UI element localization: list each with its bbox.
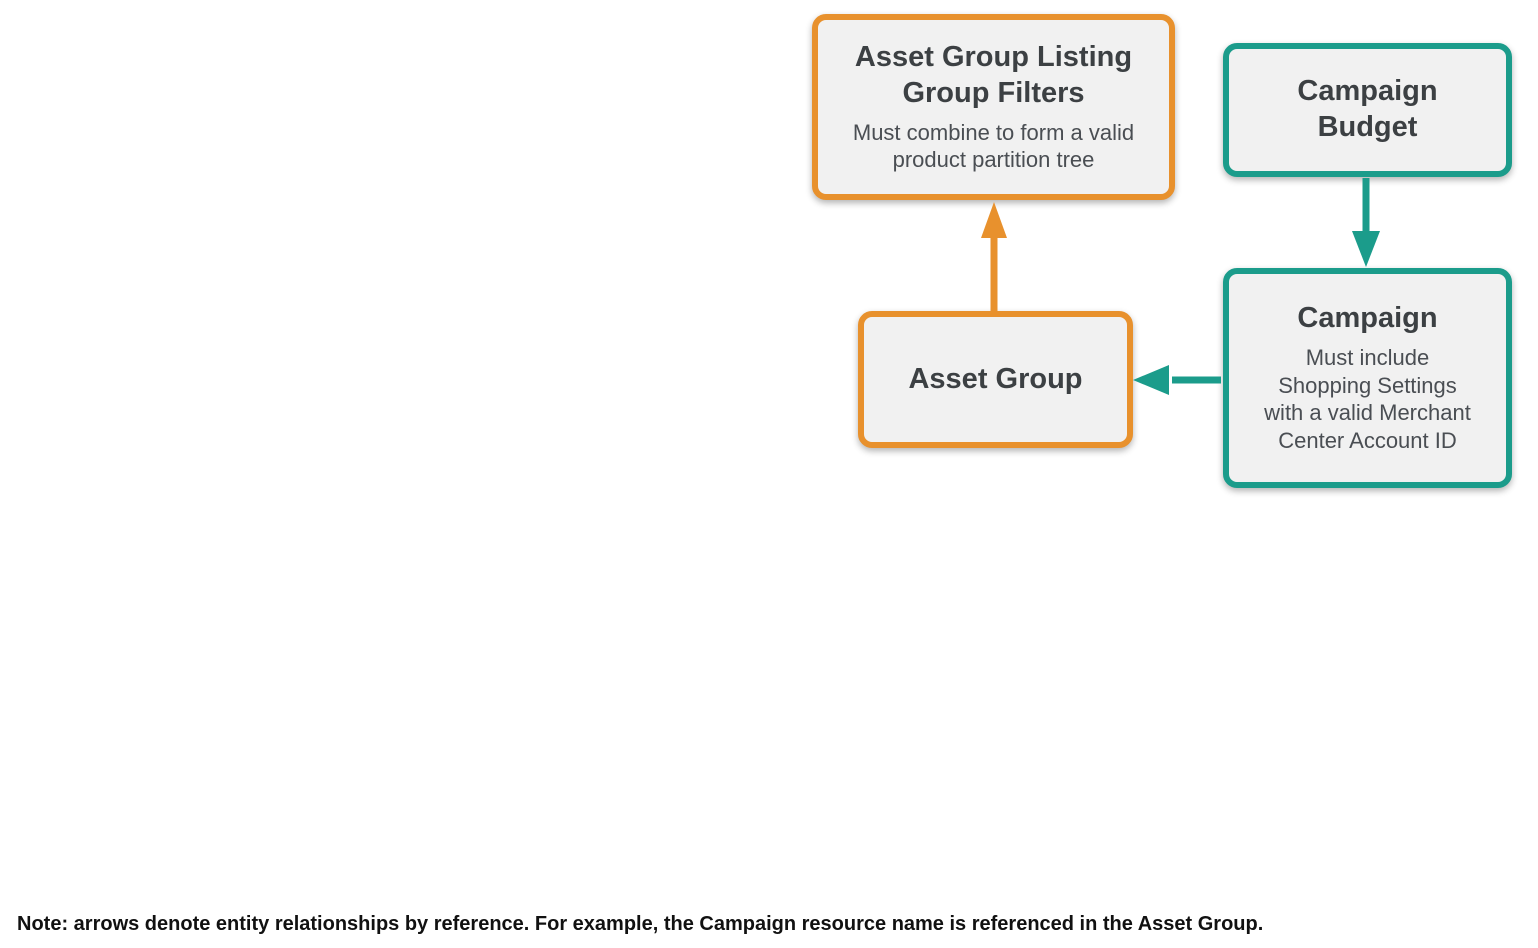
node-asset-group: Asset Group (858, 311, 1133, 448)
arrow-head-left-icon (1133, 365, 1169, 395)
node-subtitle: Must combine to form a valid product par… (852, 119, 1135, 173)
arrow-campaign-budget-to-campaign-icon (1352, 178, 1380, 267)
node-campaign-budget: Campaign Budget (1223, 43, 1512, 177)
node-title: Asset Group (908, 362, 1083, 395)
diagram-footnote: Note: arrows denote entity relationships… (17, 913, 1264, 935)
node-title: Campaign Budget (1297, 75, 1438, 143)
node-title: Campaign (1297, 301, 1438, 334)
arrow-asset-group-to-listing-filters-icon (981, 202, 1007, 311)
arrow-head-down-icon (1352, 231, 1380, 267)
node-subtitle: Must include Shopping Settings with a va… (1264, 344, 1471, 454)
arrow-campaign-to-asset-group-icon (1133, 365, 1221, 395)
node-title: Asset Group Listing Group Filters (854, 40, 1133, 109)
node-asset-group-listing-group-filters: Asset Group Listing Group Filters Must c… (812, 14, 1175, 200)
node-campaign: Campaign Must include Shopping Settings … (1223, 268, 1512, 488)
arrow-head-up-icon (981, 202, 1007, 238)
